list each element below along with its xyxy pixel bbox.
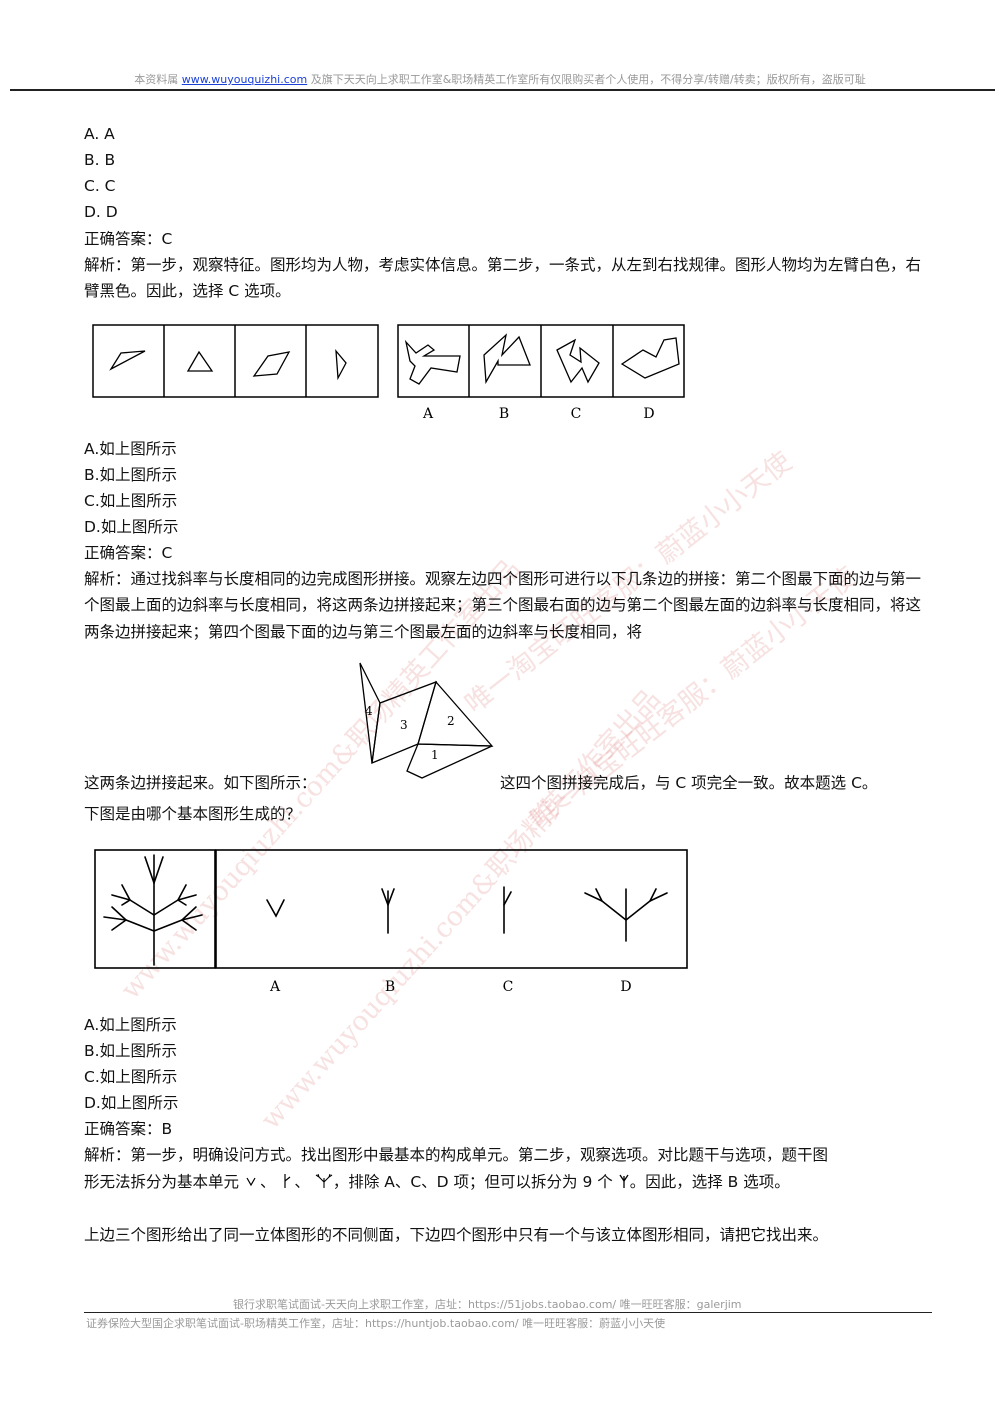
option-a-shape — [404, 339, 461, 385]
q2-label-a: A — [422, 406, 434, 422]
q3-analysis-l2a: 形无法拆分为基本单元 — [84, 1173, 240, 1191]
q3-option-a: A.如上图所示 — [84, 1016, 177, 1034]
stem-shape-4 — [335, 349, 347, 381]
q2-analysis-end-left: 这两条边拼接起来。如下图所示： — [84, 774, 317, 792]
q2-option-a: A.如上图所示 — [84, 440, 177, 458]
header-rule — [10, 89, 995, 91]
footer-line1: 银行求职笔试面试-天天向上求职工作室，店址：https://51jobs.tao… — [233, 1298, 742, 1311]
footer-rule — [84, 1312, 932, 1313]
q2-label-b: B — [499, 406, 509, 422]
piece-label-4: 4 — [365, 704, 373, 718]
q2-assembled-figure: 4 3 2 1 — [359, 662, 494, 779]
q2-answer: 正确答案：C — [84, 544, 173, 562]
piece-label-3: 3 — [400, 718, 408, 732]
unit-double-branch-icon — [315, 1173, 333, 1188]
q3-options-box — [215, 849, 688, 969]
q3-answer: 正确答案：B — [84, 1120, 173, 1138]
q3-label-c: C — [503, 979, 514, 995]
q3-analysis-l2c: 。因此，选择 B 选项。 — [629, 1173, 790, 1191]
q1-option-a: A. A — [84, 125, 115, 143]
unit-y-icon — [619, 1174, 629, 1188]
q2-option-d: D.如上图所示 — [84, 518, 179, 536]
piece-label-1: 1 — [431, 748, 439, 762]
q3-option-a-shape — [266, 899, 285, 918]
q3-question: 下图是由哪个基本图形生成的？ — [84, 805, 302, 823]
q2-analysis-end-right: 这四个图拼接完成后，与 C 项完全一致。故本题选 C。 — [500, 774, 878, 792]
footer-line2: 证券保险大型国企求职笔试面试-职场精英工作室，店址：https://huntjo… — [86, 1317, 666, 1330]
stem-shape-1 — [109, 350, 146, 371]
q2-label-c: C — [571, 406, 582, 422]
q2-analysis: 解析：通过找斜率与长度相同的边完成图形拼接。观察左边四个图形可进行以下几条边的拼… — [84, 570, 922, 641]
q3-option-d-shape — [584, 888, 668, 942]
q1-option-b: B. B — [84, 151, 116, 169]
q1-analysis: 解析：第一步，观察特征。图形均为人物，考虑实体信息。第二步，一条式，从左到右找规… — [84, 256, 922, 301]
header-suffix: 及旗下天天向上求职工作室&职场精英工作室所有仅限购买者个人使用，不得分享/转赠/… — [310, 73, 866, 86]
q3-analysis-line1: 解析：第一步，明确设问方式。找出图形中最基本的构成单元。第二步，观察选项。对比题… — [84, 1146, 829, 1164]
q3-option-c: C.如上图所示 — [84, 1068, 178, 1086]
stem-shape-2 — [186, 350, 214, 372]
q3-label-d: D — [620, 979, 631, 995]
unit-branch-icon — [284, 1174, 291, 1188]
q2-option-b: B.如上图所示 — [84, 466, 178, 484]
q3-figure: A B C D — [94, 849, 688, 995]
q2-figure: A B C D — [92, 324, 685, 422]
unit-v-icon — [246, 1177, 256, 1187]
q3-analysis-line2: 形无法拆分为基本单元 、 、 ，排除 A、C、D 项；但可以拆分为 9 个 。因… — [84, 1173, 790, 1191]
q2-label-d: D — [643, 406, 654, 422]
q4-question: 上边三个图形给出了同一立体图形的不同侧面，下边四个图形中只有一个与该立体图形相同… — [84, 1226, 829, 1244]
q1-option-d: D. D — [84, 203, 118, 221]
q1-answer: 正确答案：C — [84, 230, 173, 248]
piece-label-2: 2 — [447, 714, 455, 728]
q1-option-c: C. C — [84, 177, 116, 195]
q3-option-c-shape — [503, 886, 512, 934]
tree-figure — [103, 854, 203, 966]
q3-option-d: D.如上图所示 — [84, 1094, 179, 1112]
q3-option-b-shape — [381, 888, 395, 934]
q3-option-b: B.如上图所示 — [84, 1042, 178, 1060]
q3-analysis-l2b: ，排除 A、C、D 项；但可以拆分为 9 个 — [332, 1173, 613, 1191]
header-prefix: 本资料属 — [134, 73, 179, 86]
q3-label-b: B — [385, 979, 395, 995]
option-b-shape — [483, 333, 531, 385]
option-d-shape — [620, 337, 680, 379]
stem-shape-3 — [252, 351, 291, 377]
q2-option-c: C.如上图所示 — [84, 492, 178, 510]
q3-stem-box — [94, 849, 216, 969]
header-link[interactable]: www.wuyouquizhi.com — [181, 73, 308, 86]
page-header: 本资料属 www.wuyouquizhi.com 及旗下天天向上求职工作室&职场… — [0, 71, 1000, 87]
q3-label-a: A — [269, 979, 281, 995]
option-c-shape — [556, 338, 600, 384]
